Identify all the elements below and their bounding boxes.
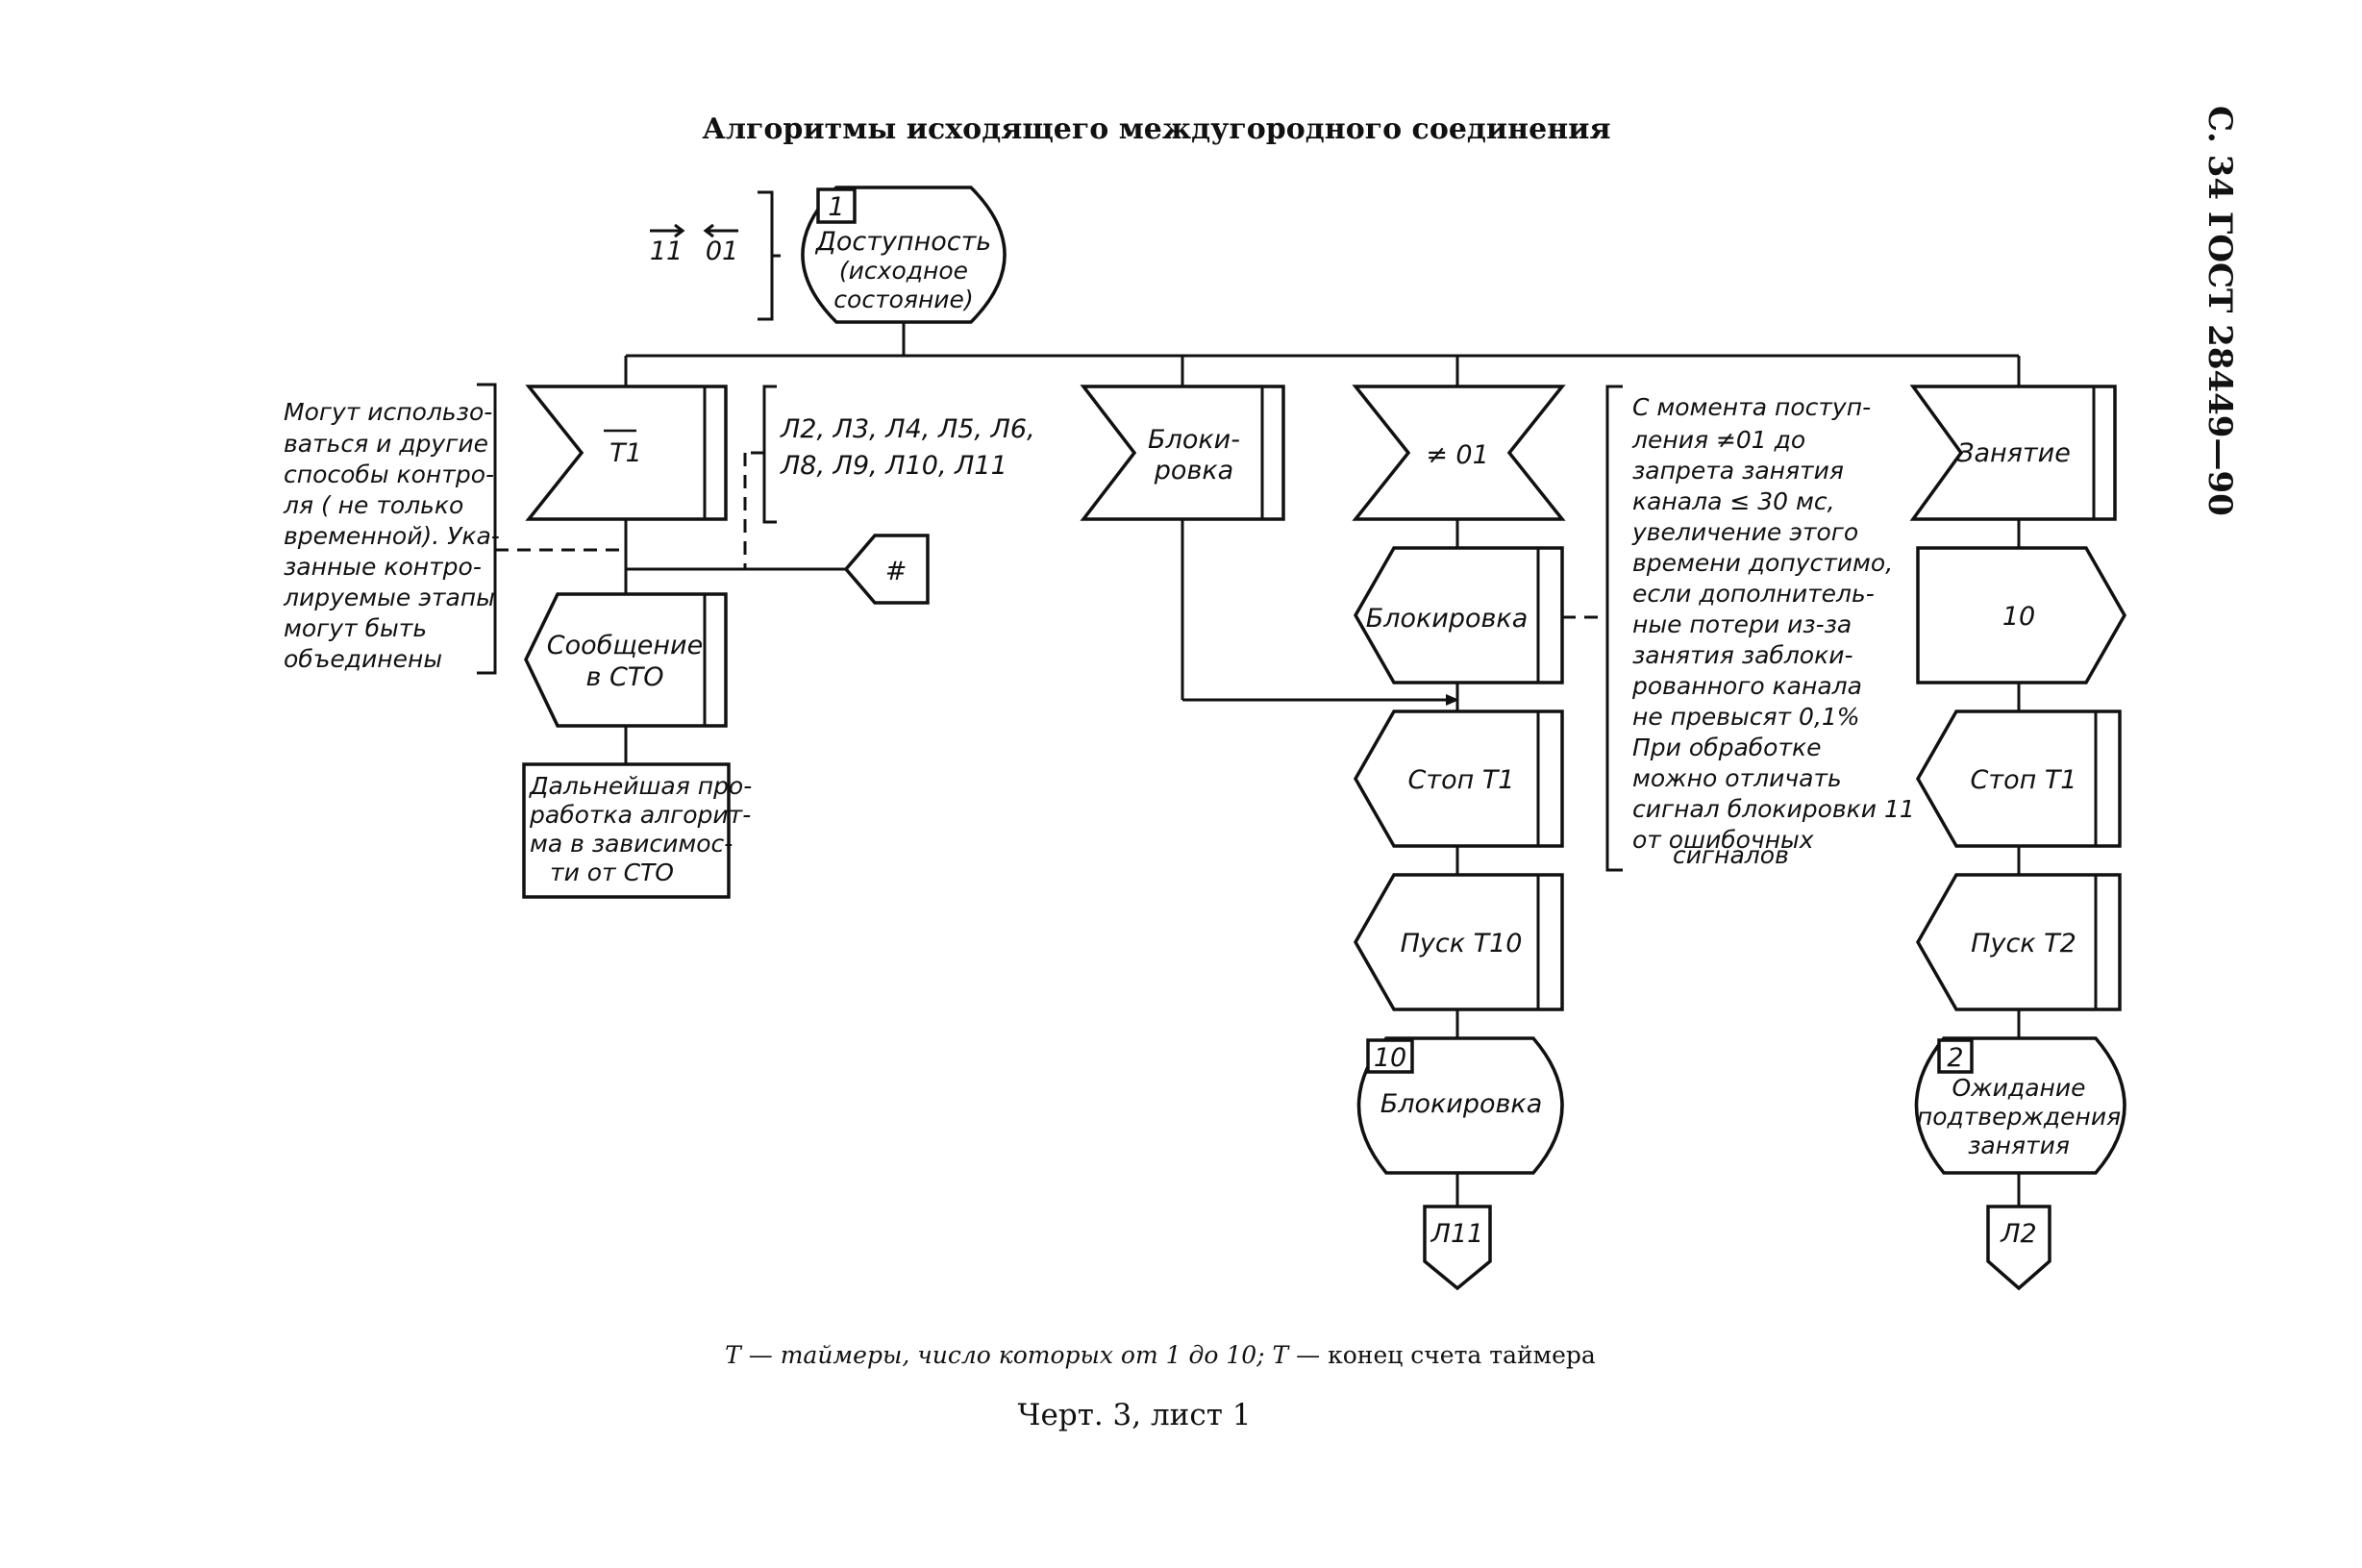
col3-note-line-2: ления ≠01 до	[1631, 426, 1805, 454]
further-processing-line-4: ти от СТО	[550, 859, 674, 886]
col1-note-line-6: занные контро-	[284, 553, 482, 581]
further-processing-line-2: работка алгорит-	[529, 801, 751, 829]
input-t1-label: T1	[609, 438, 642, 468]
col3-state-label: Блокировка	[1380, 1089, 1543, 1119]
col4-link-label: Л2	[2000, 1219, 2036, 1249]
signal-out-label: 01	[706, 236, 738, 266]
start-state-line-2: (исходное	[839, 257, 968, 285]
input-not-01-label: ≠ 01	[1426, 440, 1489, 470]
col3-note-line-6: времени допустимо,	[1632, 549, 1893, 577]
col4-step-stop-t1-label: Стоп Т1	[1970, 765, 2076, 795]
col3-note-line-10: рованного канала	[1631, 672, 1862, 700]
col4-state-number: 2	[1947, 1043, 1963, 1073]
col3-state-number: 10	[1374, 1043, 1406, 1073]
col1-note-line-9: объединены	[284, 645, 442, 673]
col3-note: С момента поступ- ления ≠01 до запрета з…	[1605, 385, 1915, 872]
further-processing-line-1: Дальнейшая про-	[529, 772, 752, 800]
col4-step-start-t2: Пуск Т2	[1915, 873, 2122, 1011]
input-seizure: Занятие	[1909, 385, 2117, 521]
input-blocking: Блоки- ровка	[1080, 385, 1285, 521]
col3-step-start-t10: Пуск Т10	[1353, 873, 1564, 1011]
col3-step-stop-t1-label: Стоп Т1	[1407, 765, 1514, 795]
figure-caption: Черт. 3, лист 1	[1018, 1398, 1252, 1432]
col3-note-line-8: ные потери из-за	[1632, 610, 1852, 638]
col3-note-line-4: канала ≤ 30 мс,	[1632, 487, 1835, 515]
input-blocking-line-1: Блоки-	[1148, 425, 1240, 455]
col1-note: Могут использо- ваться и другие способы …	[283, 383, 500, 675]
col1-note-line-2: ваться и другие	[284, 430, 488, 458]
col4-state-line-1: Ожидание	[1952, 1074, 2085, 1102]
connector-hash-label: #	[885, 557, 908, 586]
connector-hash: #	[843, 534, 930, 605]
further-processing-line-3: ма в зависимос-	[530, 830, 733, 858]
signal-in-label: 11	[650, 236, 683, 266]
col3-note-line-1: С момента поступ-	[1632, 393, 1871, 421]
col3-state-blocking: 10 Блокировка	[1356, 1036, 1564, 1175]
col1-note-line-4: ля ( не только	[283, 491, 463, 519]
col3-step-stop-t1: Стоп Т1	[1353, 709, 1564, 848]
col4-link-l2: Л2	[1986, 1205, 2051, 1291]
col3-note-line-3: запрета занятия	[1632, 457, 1844, 485]
col3-note-line-14: сигнал блокировки 11	[1632, 795, 1915, 823]
col4-state-waiting: 2 Ожидание подтверждения занятия	[1914, 1036, 2126, 1175]
footnote: T — таймеры, число которых от 1 до 10; T…	[725, 1341, 1596, 1369]
col3-note-line-7: если дополнитель-	[1632, 580, 1875, 608]
col1-note-line-8: могут быть	[284, 614, 427, 642]
col3-note-line-13: можно отличать	[1632, 764, 1842, 792]
further-processing-box: Дальнейшая про- работка алгорит- ма в за…	[522, 762, 752, 899]
svg-text:T — таймеры, число которых от: T — таймеры, число которых от 1 до 10; T…	[725, 1341, 1596, 1369]
output-message-line-2: в СТО	[585, 662, 663, 692]
col4-step-stop-t1: Стоп Т1	[1915, 709, 2122, 848]
output-message-sto: Сообщение в СТО	[524, 592, 728, 728]
col4-process-10: 10	[1916, 546, 2127, 684]
start-state: 1 Доступность (исходное состояние)	[801, 186, 1007, 324]
col3-note-line-16: сигналов	[1673, 841, 1789, 869]
page-title: Алгоритмы исходящего междугородного соед…	[702, 112, 1610, 146]
col1-links: Л2, Л3, Л4, Л5, Л6, Л8, Л9, Л10, Л11	[762, 385, 1035, 524]
col3-note-line-12: При обработке	[1632, 734, 1822, 761]
col3-link-l11: Л11	[1423, 1205, 1492, 1291]
col1-links-line-2: Л8, Л9, Л10, Л11	[780, 451, 1007, 481]
footnote-part-1: T — таймеры, число которых от 1 до 10;	[725, 1341, 1272, 1369]
col4-state-line-2: подтверждения	[1917, 1103, 2121, 1131]
page-side-label: С. 34 ГОСТ 28449—90	[2200, 106, 2239, 516]
col3-note-line-9: занятия заблоки-	[1632, 641, 1852, 669]
col3-step-start-t10-label: Пуск Т10	[1401, 929, 1523, 958]
col3-link-label: Л11	[1430, 1219, 1484, 1249]
col1-note-line-1: Могут использо-	[284, 398, 492, 426]
col1-note-line-5: временной). Ука-	[284, 522, 500, 550]
start-state-number: 1	[828, 192, 844, 222]
input-t1: T1	[525, 385, 728, 521]
col3-note-line-15: от ошибочных	[1632, 826, 1814, 854]
col4-step-start-t2-label: Пуск Т2	[1971, 929, 2076, 958]
col4-process-label: 10	[2002, 602, 2035, 632]
col1-links-line-1: Л2, Л3, Л4, Л5, Л6,	[780, 414, 1035, 444]
col3-step-blocking-label: Блокировка	[1366, 604, 1529, 634]
output-message-line-1: Сообщение	[547, 631, 703, 660]
col3-step-blocking: Блокировка	[1353, 546, 1564, 684]
col1-note-line-3: способы контро-	[284, 460, 494, 488]
footnote-part-2: T	[1273, 1341, 1291, 1369]
start-signal-bracket: 11 01	[650, 190, 781, 321]
col1-note-line-7: лируемые этапы	[283, 584, 495, 611]
col3-note-line-5: увеличение этого	[1631, 518, 1858, 546]
start-state-line-1: Доступность	[815, 227, 991, 257]
footnote-part-3: — конец счета таймера	[1288, 1341, 1596, 1369]
start-state-line-3: состояние)	[833, 286, 973, 313]
col3-note-line-11: не превысят 0,1%	[1632, 703, 1860, 731]
col4-state-line-3: занятия	[1968, 1132, 2070, 1159]
input-seizure-label: Занятие	[1957, 438, 2071, 468]
input-blocking-line-2: ровка	[1154, 456, 1233, 485]
input-not-01: ≠ 01	[1352, 385, 1566, 521]
